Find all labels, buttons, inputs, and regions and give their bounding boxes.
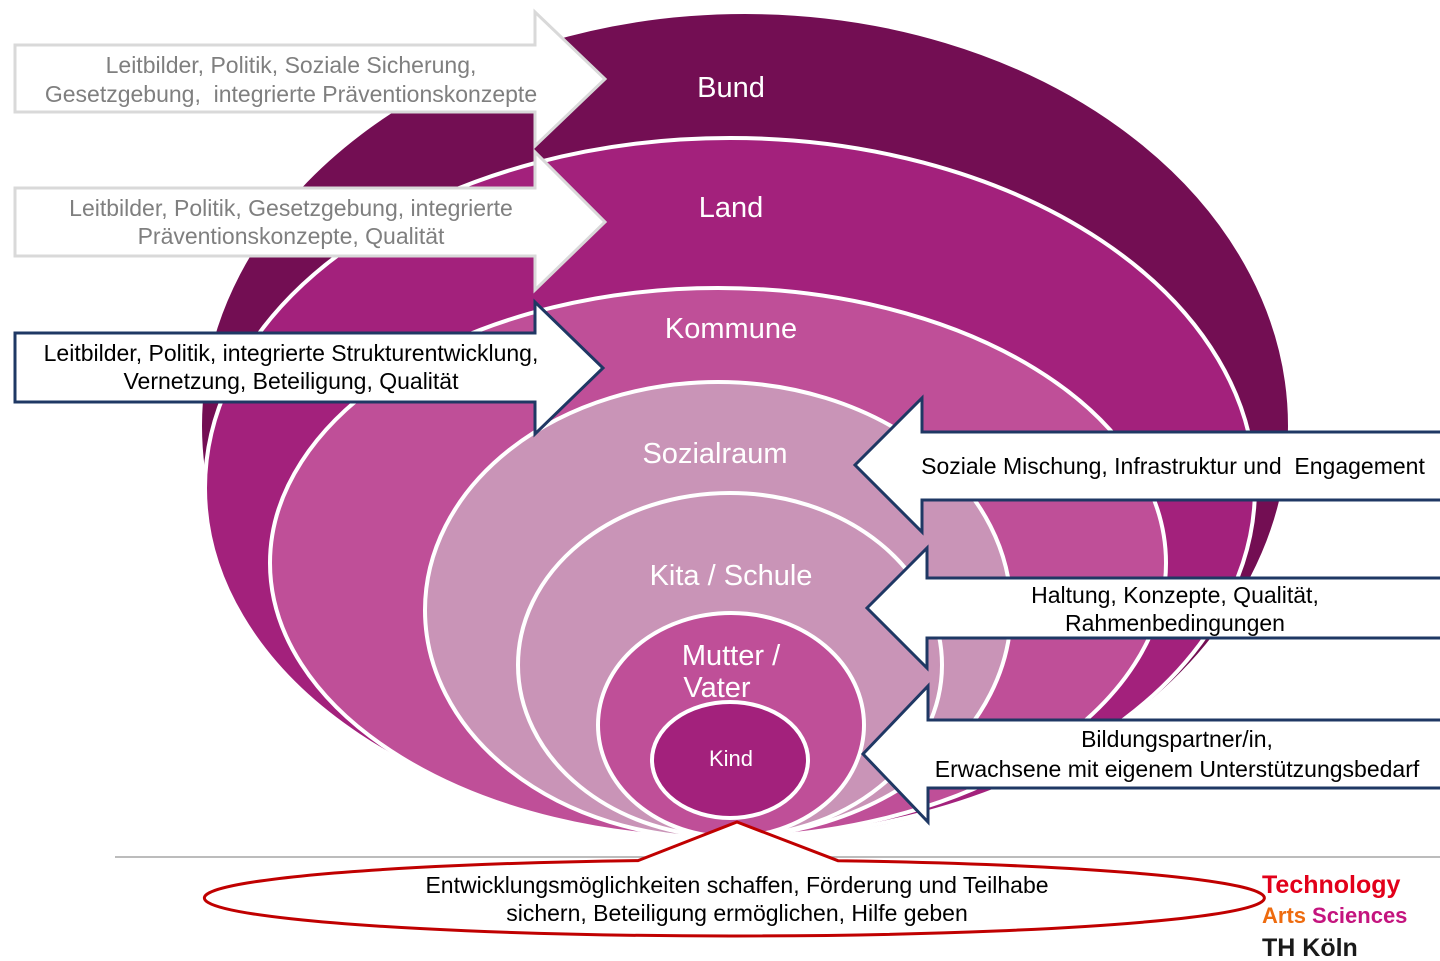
level-kind-label: Kind — [709, 746, 753, 771]
level-mutter-vater-label: Mutter /Vater — [682, 640, 781, 704]
goal-callout-shape — [202, 820, 1266, 938]
arrow-sozialraum-input: Soziale Mischung, Infrastruktur und Enga… — [852, 394, 1440, 536]
level-sozialraum-label: Sozialraum — [642, 438, 787, 470]
level-ellipses — [198, 10, 1292, 842]
arrow-sozialraum-line-1: Soziale Mischung, Infrastruktur und Enga… — [921, 453, 1425, 479]
arrow-land-input: Leitbilder, Politik, Gesetzgebung, integ… — [13, 148, 608, 294]
arrow-sozialraum-shape — [852, 394, 1440, 536]
arrow-bund-line-2: Gesetzgebung, integrierte Präventionskon… — [45, 81, 537, 107]
arrow-bund-shape — [13, 8, 608, 150]
level-mutter-vater-line-2: Vater — [683, 672, 751, 704]
arrow-eltern-shape — [860, 682, 1440, 826]
goal-text: Entwicklungsmöglichkeiten schaffen, Förd… — [425, 872, 1048, 926]
level-land-label: Land — [699, 192, 764, 224]
arrow-land-text: Leitbilder, Politik, Gesetzgebung, integ… — [69, 195, 513, 249]
arrow-sozialraum-text: Soziale Mischung, Infrastruktur und Enga… — [921, 453, 1425, 479]
arrow-kita-schule-line-1: Haltung, Konzepte, Qualität, — [1031, 582, 1319, 608]
level-mutter-vater-line-1: Mutter / — [682, 640, 781, 672]
arrow-kita-schule-line-2: Rahmenbedingungen — [1065, 610, 1285, 636]
level-kind-ellipse — [650, 700, 810, 820]
arrow-bund-line-1: Leitbilder, Politik, Soziale Sicherung, — [106, 52, 477, 78]
goal-line-2: sichern, Beteiligung ermöglichen, Hilfe … — [506, 900, 968, 926]
arrow-kommune-shape — [13, 298, 606, 438]
arrow-kommune-input: Leitbilder, Politik, integrierte Struktu… — [13, 298, 606, 438]
level-labels: Bund Land Kommune Sozialraum Kita / Schu… — [642, 72, 812, 771]
arrow-land-line-1: Leitbilder, Politik, Gesetzgebung, integ… — [69, 195, 513, 221]
logo-th-koeln: TH Köln — [1262, 934, 1358, 961]
logo-technology: Technology — [1262, 871, 1401, 899]
goal-line-1: Entwicklungsmöglichkeiten schaffen, Förd… — [425, 872, 1048, 898]
goal-callout: Entwicklungsmöglichkeiten schaffen, Förd… — [202, 820, 1266, 938]
logo-arts: Arts — [1262, 903, 1306, 928]
logo-sciences: Sciences — [1312, 903, 1407, 928]
arrow-eltern-input: Bildungspartner/in, Erwachsene mit eigene… — [860, 682, 1440, 826]
level-bund-label: Bund — [697, 72, 765, 104]
level-kommune-label: Kommune — [665, 313, 797, 345]
level-kita-schule-label: Kita / Schule — [650, 560, 813, 592]
arrow-land-shape — [13, 148, 608, 294]
arrow-eltern-text: Bildungspartner/in, Erwachsene mit eigene… — [935, 726, 1420, 782]
arrow-kommune-line-2: Vernetzung, Beteiligung, Qualität — [123, 368, 459, 394]
arrow-kommune-line-1: Leitbilder, Politik, integrierte Struktu… — [44, 340, 539, 366]
arrow-kita-schule-shape — [864, 544, 1440, 672]
arrow-eltern-line-1: Bildungspartner/in, — [1081, 726, 1273, 752]
arrow-bund-input: Leitbilder, Politik, Soziale Sicherung, G… — [13, 8, 608, 150]
arrow-bund-text: Leitbilder, Politik, Soziale Sicherung, G… — [45, 52, 537, 107]
arrow-eltern-line-2: Erwachsene mit eigenem Unterstützungsbed… — [935, 756, 1420, 782]
arrow-kita-schule-input: Haltung, Konzepte, Qualität,Rahmenbeding… — [864, 544, 1440, 672]
arrow-kita-schule-text: Haltung, Konzepte, Qualität,Rahmenbeding… — [1031, 582, 1319, 636]
arrow-kommune-text: Leitbilder, Politik, integrierte Struktu… — [44, 340, 539, 394]
arrow-land-line-2: Präventionskonzepte, Qualität — [138, 223, 445, 249]
